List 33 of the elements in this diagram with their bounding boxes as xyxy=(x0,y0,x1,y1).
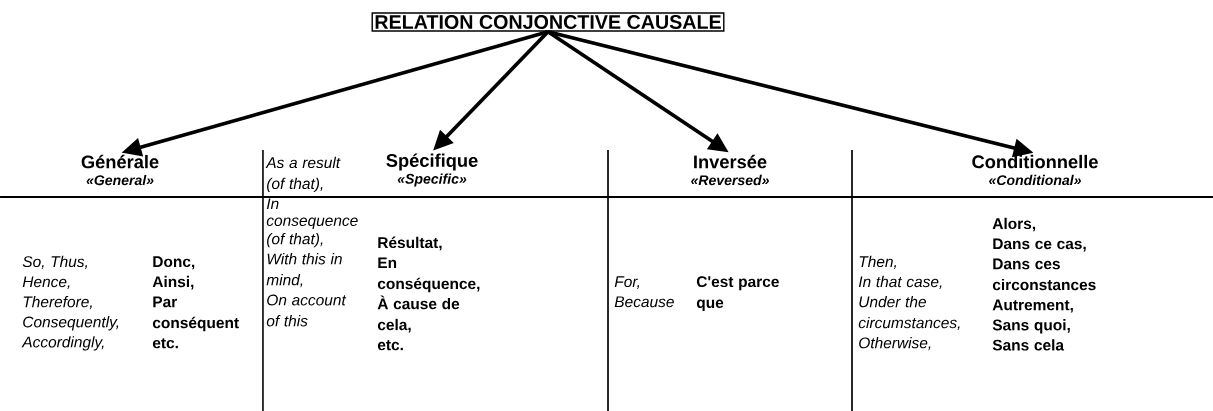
column-header: Générale «General» xyxy=(81,154,159,186)
connective-text: Donc, xyxy=(153,256,195,270)
connective-text: On account of this xyxy=(266,294,347,327)
connective-text: Then, xyxy=(859,255,896,269)
connective-text: As a result (of that), xyxy=(265,156,341,193)
connective-text: Otherwise, xyxy=(859,337,931,351)
connective-text: So, Thus, xyxy=(22,255,88,269)
connective-text: etc. xyxy=(152,338,178,349)
column-header: Spécifique «Specific» xyxy=(386,153,478,187)
connective-text: C'est parce que xyxy=(696,276,779,312)
connective-text: In that case, xyxy=(858,275,942,290)
connective-text: Alors, xyxy=(992,217,1036,232)
connective-text: Ainsi, xyxy=(152,275,194,290)
connective-text: With this in mind, xyxy=(266,253,342,288)
connective-text: Therefore, xyxy=(23,295,92,310)
connective-text: En conséquence, xyxy=(377,257,480,293)
connective-text: Dans ce cas, xyxy=(993,238,1086,252)
connective-text: Sans quoi, xyxy=(992,319,1070,334)
column-header: Conditionnelle «Conditional» xyxy=(972,154,1098,186)
column-header: Inversée «Reversed» xyxy=(691,154,769,186)
connective-text: Under the circumstances, xyxy=(858,295,960,331)
connective-text: In consequence (of that), xyxy=(266,198,358,248)
connective-text: Accordingly, xyxy=(21,336,104,351)
connective-text: Autrement, xyxy=(992,299,1073,313)
title-box: RELATION CONJONCTIVE CAUSALE xyxy=(371,12,725,32)
connective-text: Hence, xyxy=(22,276,70,290)
connective-text: etc. xyxy=(377,340,403,351)
connective-text: For, xyxy=(614,276,640,289)
connective-text: Consequently, xyxy=(23,316,119,331)
connective-text: Dans ces circonstances xyxy=(992,258,1096,291)
connective-text: Because xyxy=(614,296,674,308)
connective-text: Sans cela xyxy=(992,339,1065,351)
connective-text: Résultat, xyxy=(378,236,442,251)
